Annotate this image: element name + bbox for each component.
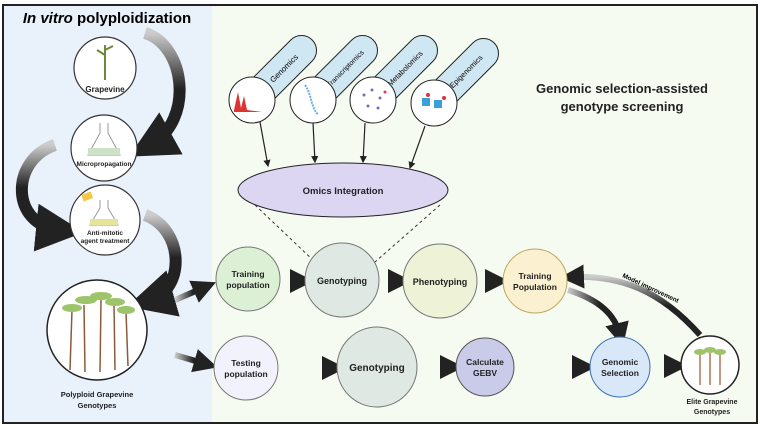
svg-text:Training: Training <box>518 271 551 281</box>
svg-text:agent treatment: agent treatment <box>81 238 131 245</box>
svg-text:population: population <box>224 369 267 379</box>
flow-arrows <box>173 269 688 380</box>
right-title: genotype screening <box>561 99 684 114</box>
omics-arrows <box>259 121 426 170</box>
plant-icon <box>96 45 114 80</box>
svg-text:Genotypes: Genotypes <box>694 409 730 416</box>
epigenome-icon <box>422 93 446 108</box>
svg-text:Genotyping: Genotyping <box>349 363 405 374</box>
step-anti-mitotic: Anti-mitotic agent treatment <box>69 184 141 256</box>
svg-text:Anti-mitotic: Anti-mitotic <box>87 230 123 237</box>
curved-arrow <box>126 209 182 317</box>
svg-text:Testing: Testing <box>231 358 261 368</box>
svg-text:Population: Population <box>513 282 557 292</box>
rna-icon <box>304 84 319 116</box>
omics-genomics: Genomics <box>228 35 317 124</box>
svg-text:Genomic: Genomic <box>602 357 639 367</box>
svg-text:Elite Grapevine: Elite Grapevine <box>687 399 738 406</box>
omics-epigenomics: Epigenomics <box>410 38 499 127</box>
node-elite-genotypes: Elite Grapevine Genotypes <box>680 335 740 416</box>
node-genotyping-1: Genotyping <box>304 242 380 318</box>
omics-transcriptomics: Transcriptomics <box>289 35 378 124</box>
svg-text:Selection: Selection <box>601 368 639 378</box>
omics-metabolomics: Metabolomics <box>349 35 438 124</box>
svg-text:Polyploid Grapevine: Polyploid Grapevine <box>61 390 134 399</box>
svg-text:Grapevine: Grapevine <box>85 85 125 94</box>
dashed-lines <box>254 204 441 263</box>
dna-icon <box>234 92 262 112</box>
step-micropropagation: Micropropagation <box>70 114 138 182</box>
arrow-to-selection <box>567 287 629 347</box>
metabolite-icon <box>362 88 387 110</box>
svg-text:Genotyping: Genotyping <box>317 276 367 286</box>
svg-text:Phenotyping: Phenotyping <box>413 277 468 287</box>
plants-icon <box>699 350 721 385</box>
omics-integration <box>237 162 449 218</box>
omics-integration-label: Omics Integration <box>303 186 384 197</box>
step-grapevine: Grapevine <box>73 36 137 100</box>
svg-text:GEBV: GEBV <box>473 368 497 378</box>
curved-arrow <box>129 27 186 157</box>
node-phenotyping: Phenotyping <box>402 243 478 319</box>
arrow-model-improvement <box>560 264 703 337</box>
svg-text:Training: Training <box>231 269 264 279</box>
svg-text:Micropropagation: Micropropagation <box>77 161 132 168</box>
curved-arrow <box>15 139 84 252</box>
node-genotyping-2: Genotyping <box>336 326 418 408</box>
left-title: In vitro polyploidization <box>23 10 191 27</box>
svg-text:Calculate: Calculate <box>466 357 504 367</box>
svg-text:Genotypes: Genotypes <box>78 401 117 410</box>
svg-text:population: population <box>226 280 269 290</box>
polyploid-genotypes: Polyploid Grapevine Genotypes <box>46 279 148 410</box>
right-title: Genomic selection-assisted <box>536 81 708 96</box>
plants-icon <box>69 299 129 373</box>
